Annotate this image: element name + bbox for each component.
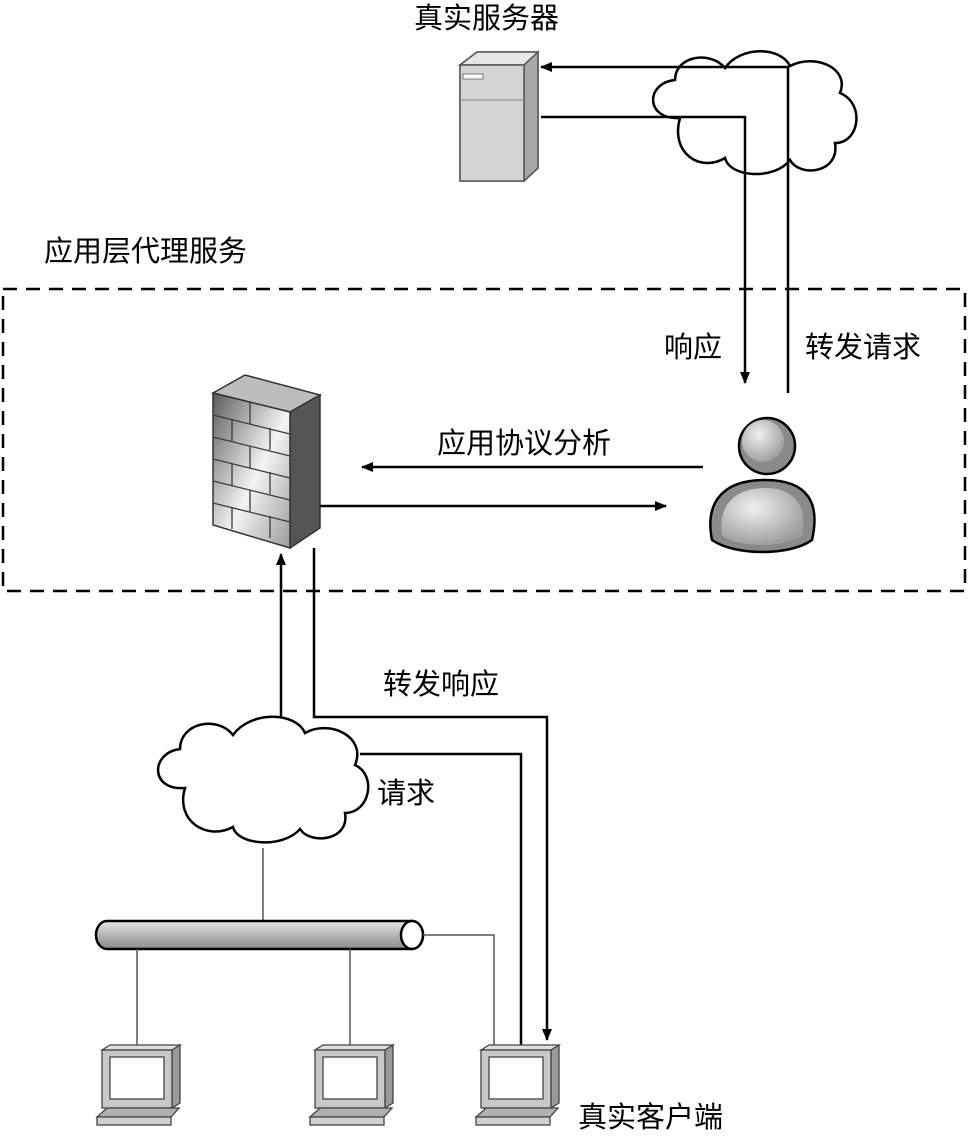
server-icon (457, 50, 540, 183)
real-client-label: 真实客户端 (578, 1100, 724, 1134)
computer-icon (308, 1043, 396, 1126)
user-icon (709, 416, 816, 554)
proxy-boundary (1, 287, 967, 593)
firewall-icon (210, 374, 322, 550)
computer-icon (474, 1043, 562, 1126)
response-arrow (541, 115, 750, 384)
proxy-service-label: 应用层代理服务 (44, 234, 248, 268)
cloud-icon (651, 50, 858, 176)
forward-response-arrow (312, 548, 552, 1041)
network-bus-icon (94, 919, 425, 951)
client-request-line (360, 752, 523, 1045)
forward-response-label: 转发响应 (383, 667, 500, 701)
lan-drops (136, 934, 495, 1045)
computer-icon (95, 1043, 183, 1126)
response-label: 响应 (664, 330, 723, 364)
request-label: 请求 (377, 776, 436, 810)
cloud-icon (156, 715, 370, 844)
real-server-label: 真实服务器 (414, 1, 560, 35)
forward-request-label: 转发请求 (805, 330, 922, 364)
forward-request-arrow (540, 62, 790, 393)
protocol-analysis-label: 应用协议分析 (437, 426, 612, 460)
